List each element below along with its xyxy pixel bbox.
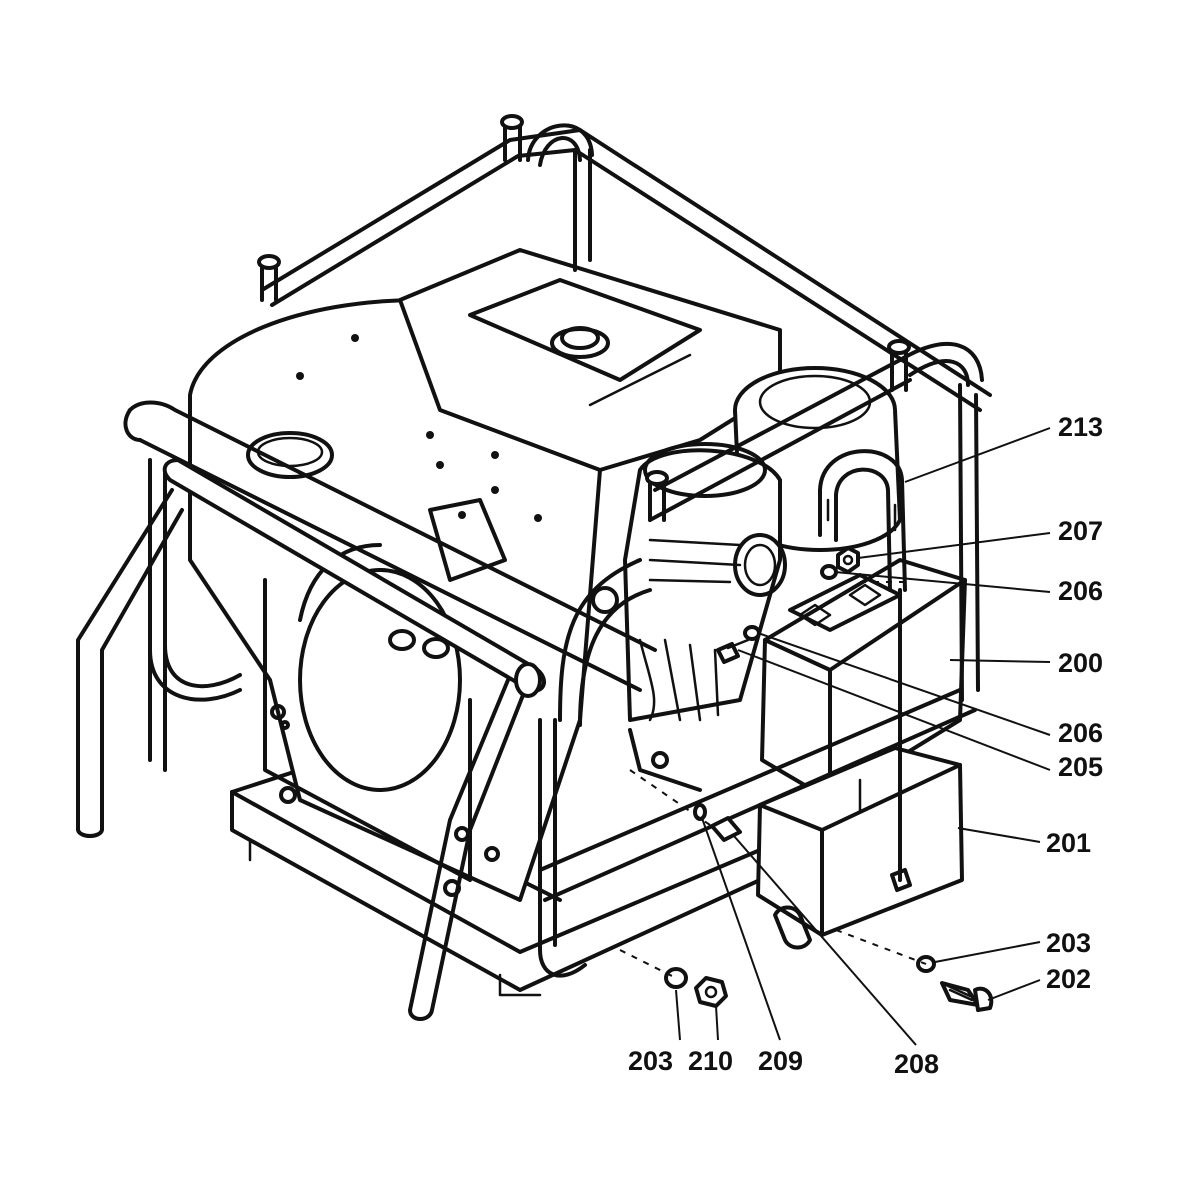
battery-strap-213	[818, 449, 907, 882]
callout-200: 200	[1058, 648, 1103, 678]
tubular-frame	[76, 114, 992, 1021]
callout-206-lower: 206	[1058, 718, 1103, 748]
callout-207: 207	[1058, 516, 1103, 546]
callout-labels: 213 207 206 200 206 205 201 203 202 203 …	[628, 412, 1103, 1079]
callout-208: 208	[894, 1049, 939, 1079]
callout-209: 209	[758, 1046, 803, 1076]
battery-200	[760, 558, 967, 802]
callout-213: 213	[1058, 412, 1103, 442]
callout-202: 202	[1046, 964, 1091, 994]
callout-210: 210	[688, 1046, 733, 1076]
callout-205: 205	[1058, 752, 1103, 782]
motor-assembly	[623, 366, 902, 792]
callout-206-upper: 206	[1058, 576, 1103, 606]
callout-203-left: 203	[628, 1046, 673, 1076]
leader-lines	[675, 427, 1051, 1046]
callout-203-right: 203	[1046, 928, 1091, 958]
battery-box-201	[756, 746, 964, 950]
assembly-axes	[619, 581, 927, 979]
callout-201: 201	[1046, 828, 1091, 858]
